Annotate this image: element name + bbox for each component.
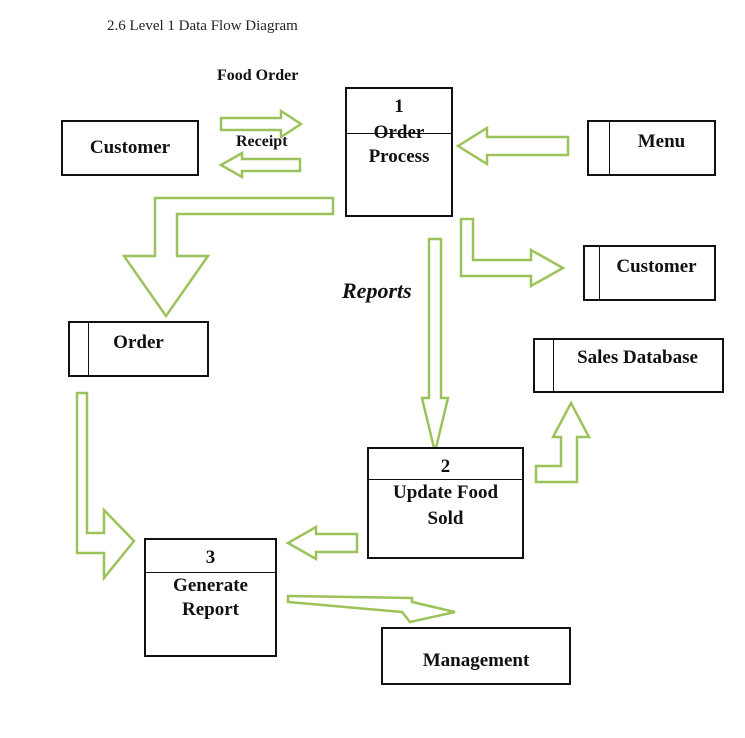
food-order-label: Food Order bbox=[217, 67, 299, 84]
process-name-line2: Sold bbox=[427, 508, 464, 529]
process-name-line1: Update Food bbox=[392, 482, 499, 503]
reports-arrow bbox=[420, 237, 450, 453]
process-number: 3 bbox=[205, 547, 216, 568]
receipt-label: Receipt bbox=[236, 133, 288, 150]
process-generate-report[interactable]: 3 Generate Report bbox=[144, 538, 277, 657]
management-entity[interactable]: Management bbox=[381, 627, 571, 685]
store-divider bbox=[88, 323, 89, 375]
process-order-process[interactable]: 1 Order Process bbox=[345, 87, 453, 217]
customer-store-label: Customer bbox=[616, 256, 697, 277]
process-divider bbox=[347, 133, 451, 134]
order-store-label: Order bbox=[113, 332, 164, 353]
customer-store[interactable]: Customer bbox=[583, 245, 716, 301]
diagram-heading: 2.6 Level 1 Data Flow Diagram bbox=[107, 18, 298, 34]
process-name-line1: Generate bbox=[173, 575, 248, 596]
process-number: 1 bbox=[394, 96, 404, 117]
process-name-line1: Order bbox=[373, 122, 425, 143]
sales-database-store[interactable]: Sales Database bbox=[533, 338, 724, 393]
process-name-line2: Process bbox=[368, 146, 430, 167]
management-entity-label: Management bbox=[422, 650, 530, 671]
process-name-line2: Report bbox=[182, 599, 239, 620]
process-number: 2 bbox=[440, 456, 451, 477]
process-update-food-sold[interactable]: 2 Update Food Sold bbox=[367, 447, 524, 559]
process-to-customer-arrow bbox=[459, 217, 566, 289]
update-to-sales-arrow bbox=[534, 400, 592, 484]
menu-to-process-arrow bbox=[455, 125, 570, 167]
receipt-arrow bbox=[218, 150, 302, 180]
menu-store-label: Menu bbox=[637, 131, 686, 152]
menu-store[interactable]: Menu bbox=[587, 120, 716, 176]
food-order-arrow bbox=[219, 108, 304, 140]
order-to-generate-arrow bbox=[75, 391, 136, 582]
order-store[interactable]: Order bbox=[68, 321, 209, 377]
generate-to-management-arrow bbox=[286, 594, 456, 624]
reports-label: Reports bbox=[342, 278, 412, 303]
store-divider bbox=[609, 122, 610, 174]
store-divider bbox=[553, 340, 554, 391]
store-divider bbox=[599, 247, 600, 299]
sales-database-label: Sales Database bbox=[577, 347, 698, 368]
process-to-order-arrow bbox=[121, 196, 335, 319]
process-divider bbox=[369, 479, 522, 480]
process-divider bbox=[146, 572, 275, 573]
customer-entity[interactable]: Customer bbox=[61, 120, 199, 176]
update-to-generate-arrow bbox=[285, 524, 359, 562]
customer-entity-label: Customer bbox=[89, 137, 171, 158]
